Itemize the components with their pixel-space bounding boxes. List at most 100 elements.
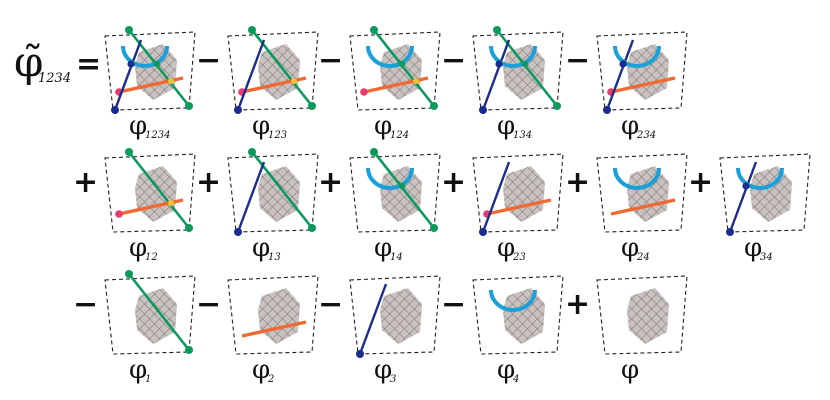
dashed-frame xyxy=(349,31,441,111)
navy-dot xyxy=(742,182,750,190)
phi-label: φ xyxy=(252,233,270,263)
operator-sign: − xyxy=(441,43,466,78)
blue-arc xyxy=(366,167,414,190)
operator-sign: − xyxy=(196,287,221,322)
green-dot xyxy=(553,102,561,110)
green-dot xyxy=(398,182,406,190)
equals-sign: = xyxy=(76,47,101,82)
hatched-region-pattern xyxy=(750,166,792,222)
navy-dot xyxy=(234,106,242,114)
blue-arc xyxy=(736,167,784,190)
orange-line xyxy=(241,320,307,338)
navy-line xyxy=(481,161,511,233)
green-dot xyxy=(308,102,316,110)
phi-subscript: 123 xyxy=(268,130,287,141)
hatched-region-pattern xyxy=(380,44,422,100)
yellow-dot xyxy=(291,78,297,84)
dashed-frame xyxy=(596,275,688,355)
yellow-dot xyxy=(168,78,174,84)
phi-subscript: 134 xyxy=(513,130,532,141)
operator-sign: − xyxy=(73,287,98,322)
hatched-region-pattern xyxy=(258,166,300,222)
operator-sign: − xyxy=(565,43,590,78)
lhs-symbol: φ̃ xyxy=(14,37,43,86)
hatched-region-pattern xyxy=(380,288,422,344)
green-dot xyxy=(430,224,438,232)
navy-dot xyxy=(726,228,734,236)
phi-label: φ xyxy=(129,111,147,141)
orange-line xyxy=(610,76,676,94)
hatched-region-pattern xyxy=(380,166,422,222)
navy-dot xyxy=(479,228,487,236)
orange-line xyxy=(610,198,676,216)
dashed-frame xyxy=(472,31,564,111)
hatched-region-pattern xyxy=(135,166,177,222)
phi-subscript: 14 xyxy=(390,252,403,263)
phi-label: φ xyxy=(744,233,762,263)
navy-line xyxy=(728,161,758,233)
lhs-subscript: 1234 xyxy=(38,71,71,86)
dashed-frame xyxy=(472,275,564,355)
term-panel: + φ14 xyxy=(318,148,441,263)
green-dot xyxy=(370,26,378,34)
operator-sign: + xyxy=(196,165,221,200)
term-panel: +φ12 xyxy=(73,148,196,263)
operator-sign: + xyxy=(73,165,98,200)
phi-subscript: 234 xyxy=(636,130,656,141)
green-dot xyxy=(248,148,256,156)
dashed-frame xyxy=(227,275,319,355)
hatched-region-pattern xyxy=(135,44,177,100)
term-panel: +φ13 xyxy=(196,148,319,263)
operator-sign: + xyxy=(318,165,343,200)
phi-subscript: 12 xyxy=(145,252,158,263)
phi-subscript: 34 xyxy=(760,252,773,263)
phi-subscript: 24 xyxy=(636,252,650,263)
green-dot xyxy=(370,148,378,156)
operator-sign: + xyxy=(441,165,466,200)
blue-arc xyxy=(121,45,169,68)
phi-subscript: 23 xyxy=(512,252,526,263)
phi-subscript: 3 xyxy=(390,374,396,385)
term-panel: + φ23 xyxy=(441,153,564,263)
phi-label: φ xyxy=(374,233,392,263)
green-dot xyxy=(308,224,316,232)
lhs-expression: φ̃ 1234 = xyxy=(14,37,101,86)
green-dot xyxy=(125,270,133,278)
term-panel: − φ2 xyxy=(196,275,319,385)
phi-subscript: 2 xyxy=(267,374,274,385)
navy-line xyxy=(113,39,143,111)
phi-label: φ xyxy=(252,111,270,141)
hatched-region-pattern xyxy=(627,288,669,344)
blue-arc xyxy=(613,167,661,190)
hatched-region-pattern xyxy=(503,166,545,222)
navy-line xyxy=(605,39,635,111)
phi-label: φ xyxy=(621,233,639,263)
blue-arc xyxy=(366,45,414,68)
green-dot xyxy=(153,60,161,68)
navy-line xyxy=(481,39,511,111)
phi-label: φ xyxy=(129,355,147,385)
navy-dot xyxy=(111,106,119,114)
navy-dot xyxy=(603,106,611,114)
green-line xyxy=(127,151,191,229)
operator-sign: + xyxy=(565,165,590,200)
phi-label: φ xyxy=(252,355,270,385)
dashed-frame xyxy=(104,275,196,355)
navy-dot xyxy=(495,60,503,68)
term-panel: +φ xyxy=(565,275,688,385)
term-panel: −φ3 xyxy=(318,275,441,385)
pink-dot xyxy=(115,210,123,218)
phi-label: φ xyxy=(374,111,392,141)
green-dot xyxy=(185,346,193,354)
green-line xyxy=(372,29,436,107)
blue-arc xyxy=(489,289,537,312)
phi-label: φ xyxy=(497,111,515,141)
operator-sign: − xyxy=(196,43,221,78)
green-dot xyxy=(430,102,438,110)
phi-label: φ xyxy=(497,233,515,263)
dashed-frame xyxy=(227,153,319,233)
green-dot xyxy=(398,60,406,68)
